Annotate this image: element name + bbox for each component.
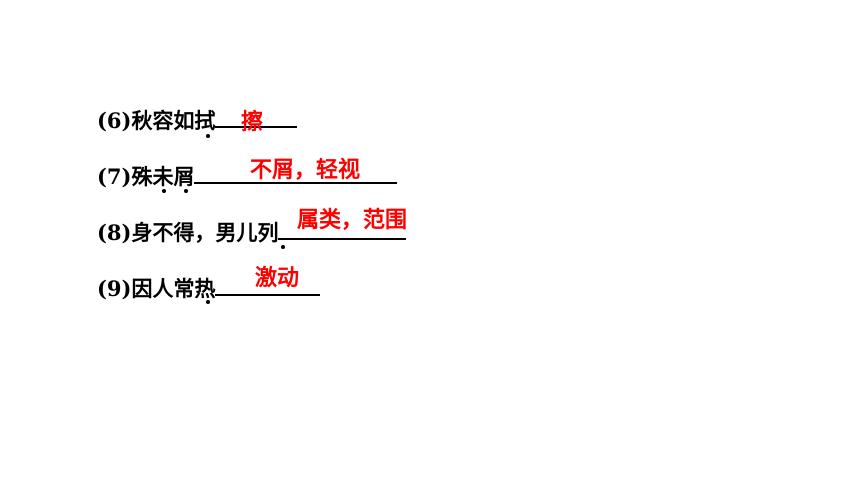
item-text: 因人常热 — [131, 276, 216, 301]
item-number: (9) — [97, 276, 132, 301]
emphasis-dot — [281, 245, 285, 249]
answer-blank — [215, 274, 321, 296]
answer-blank — [215, 106, 298, 128]
emphasis-dot — [206, 134, 210, 138]
item-text: 殊未屑 — [131, 164, 195, 189]
item-number: (7) — [97, 164, 132, 189]
emphasis-dot — [206, 300, 210, 304]
answer-blank — [278, 218, 407, 240]
question-item-6: (6)秋容如拭 — [97, 106, 298, 133]
question-item-8: (8)身不得，男儿列 — [97, 218, 407, 245]
emphasis-dot — [162, 189, 166, 193]
item-text: 秋容如拭 — [131, 108, 216, 133]
answer-text-6: 擦 — [241, 110, 264, 135]
question-item-9: (9)因人常热 — [97, 274, 321, 301]
answer-text-9: 激动 — [255, 266, 300, 291]
answer-text-7: 不屑，轻视 — [250, 158, 361, 183]
answer-blank — [194, 162, 398, 184]
item-text: 身不得，男儿列 — [131, 220, 279, 245]
item-number: (6) — [97, 108, 132, 133]
question-item-7: (7)殊未屑 — [97, 162, 398, 189]
answer-text-8: 属类，范围 — [297, 208, 408, 233]
emphasis-dot — [184, 189, 188, 193]
item-number: (8) — [97, 220, 132, 245]
